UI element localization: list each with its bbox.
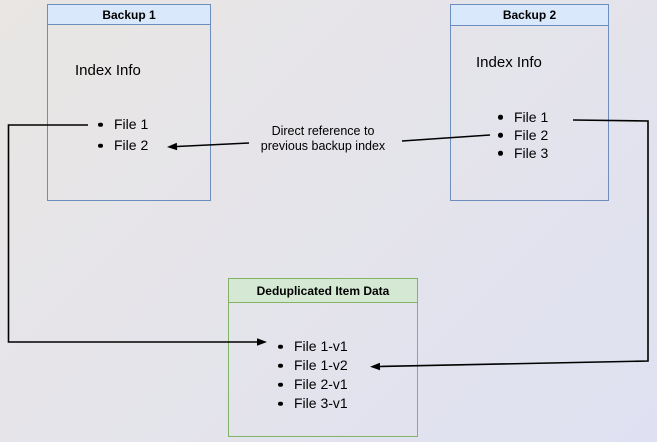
direct-reference-label-line2: previous backup index: [260, 139, 386, 153]
file-list-item: File 2: [496, 126, 548, 144]
file-list-item: File 1-v1: [276, 337, 348, 356]
backup2-title: Backup 2: [451, 5, 608, 26]
direct-reference-label-line1: Direct reference to: [271, 124, 375, 138]
file-list-item: File 3: [496, 144, 548, 162]
dedup-title: Deduplicated Item Data: [229, 279, 417, 303]
file-list-item: File 3-v1: [276, 394, 348, 413]
backup1-node: Backup 1: [47, 4, 211, 201]
backup1-title: Backup 1: [48, 5, 210, 25]
file-list-item: File 1: [496, 108, 548, 126]
file-list-item: File 2: [96, 135, 148, 156]
file-list-item: File 2-v1: [276, 375, 348, 394]
file-list-item: File 1-v2: [276, 356, 348, 375]
direct-reference-label: Direct reference to previous backup inde…: [223, 124, 423, 154]
backup2-subtitle: Index Info: [476, 54, 542, 71]
backup2-node: Backup 2: [450, 4, 609, 201]
backup1-subtitle: Index Info: [75, 62, 141, 79]
file-list-item: File 1: [96, 114, 148, 135]
